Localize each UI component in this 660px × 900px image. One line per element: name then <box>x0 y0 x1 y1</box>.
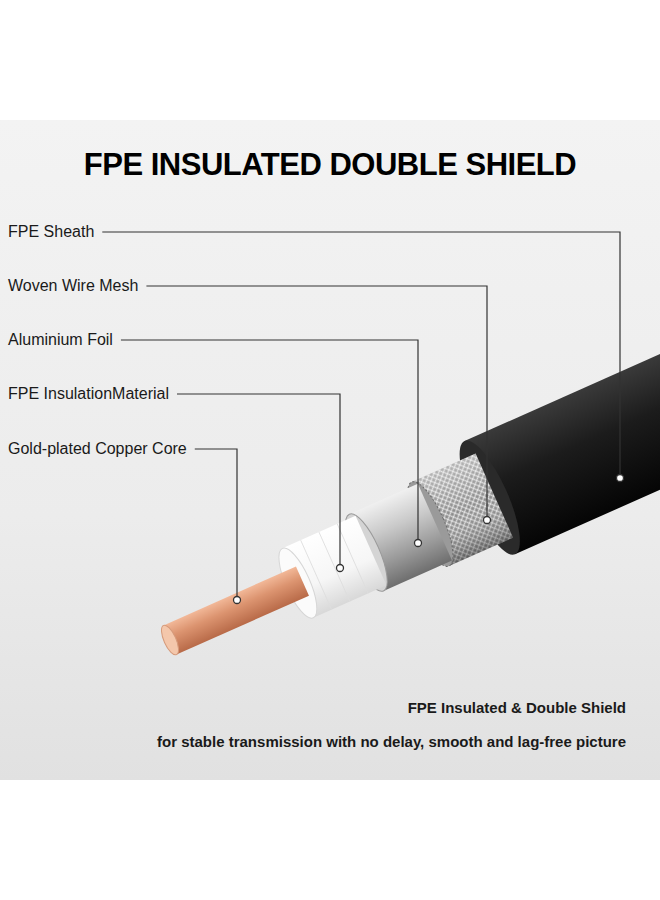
feature-note: for stable transmission with no delay, s… <box>157 733 626 750</box>
part-label: FPE Sheath <box>8 223 94 241</box>
leader-line <box>177 394 340 568</box>
page-title: FPE INSULATED DOUBLE SHIELD <box>84 147 576 183</box>
leader-dot <box>337 565 344 572</box>
part-label: FPE InsulationMaterial <box>8 385 169 403</box>
copper-core <box>163 566 308 654</box>
leader-lines <box>102 232 620 600</box>
leader-dot <box>484 517 491 524</box>
part-label: Aluminium Foil <box>8 331 113 349</box>
leader-dot <box>415 540 422 547</box>
leader-line <box>195 449 237 600</box>
part-label: Gold-plated Copper Core <box>8 440 187 458</box>
leader-dot <box>617 475 624 482</box>
leader-line <box>146 286 487 520</box>
leader-dot <box>234 597 241 604</box>
leader-dots <box>234 475 624 604</box>
core-end <box>158 623 182 657</box>
coax-cable <box>139 270 660 699</box>
part-label: Woven Wire Mesh <box>8 277 138 295</box>
feature-note: FPE Insulated & Double Shield <box>408 699 626 716</box>
